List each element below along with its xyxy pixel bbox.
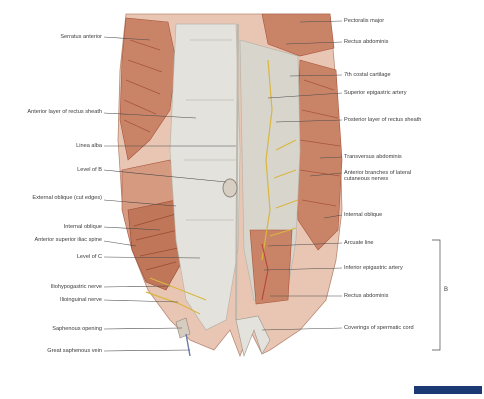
label-rectus-abdominis-upper: Rectus abdominis	[344, 39, 440, 45]
label-anterior-rectus-sheath: Anterior layer of rectus sheath	[6, 109, 102, 115]
label-superior-epigastric-artery: Superior epigastric artery	[344, 90, 424, 96]
label-asis: Anterior superior iliac spine	[6, 237, 102, 243]
label-7th-costal-cartilage: 7th costal cartilage	[344, 72, 440, 78]
leader-line	[104, 328, 182, 329]
label-iliohypogastric-nerve: Iliohypogastric nerve	[6, 284, 102, 290]
label-arcuate-line: Arcuate line	[344, 240, 424, 246]
label-posterior-rectus-sheath: Posterior layer of rectus sheath	[344, 117, 424, 123]
label-ilioinguinal-nerve: Ilioinguinal nerve	[6, 297, 102, 303]
label-pectoralis-major: Pectoralis major	[344, 18, 440, 24]
label-inferior-epigastric-artery: Inferior epigastric artery	[344, 265, 432, 271]
bracket-b-label: B	[444, 287, 448, 293]
label-rectus-abdominis-lower: Rectus abdominis	[344, 293, 424, 299]
label-external-oblique: External oblique (cut edges)	[6, 195, 102, 201]
label-transversus-abdominis: Transversus abdominis	[344, 154, 440, 160]
label-level-of-b: Level of B	[6, 167, 102, 173]
leader-line	[104, 350, 190, 351]
label-internal-oblique-left: Internal oblique	[6, 224, 102, 230]
rectus-abdominis-right	[250, 230, 292, 304]
label-lateral-cutaneous-nerves: Anterior branches of lateral cutaneous n…	[344, 170, 428, 183]
label-saphenous-opening: Saphenous opening	[6, 326, 102, 332]
label-level-of-c: Level of C	[6, 254, 102, 260]
label-spermatic-cord-coverings: Coverings of spermatic cord	[344, 325, 424, 331]
publisher-logo	[414, 386, 482, 394]
bracket-b	[432, 240, 440, 350]
label-serratus-anterior: Serratus anterior	[6, 34, 102, 40]
label-great-saphenous-vein: Great saphenous vein	[6, 348, 102, 354]
label-linea-alba: Linea alba	[6, 143, 102, 149]
label-internal-oblique-right: Internal oblique	[344, 212, 440, 218]
transversus-abdominis-right	[296, 60, 342, 250]
